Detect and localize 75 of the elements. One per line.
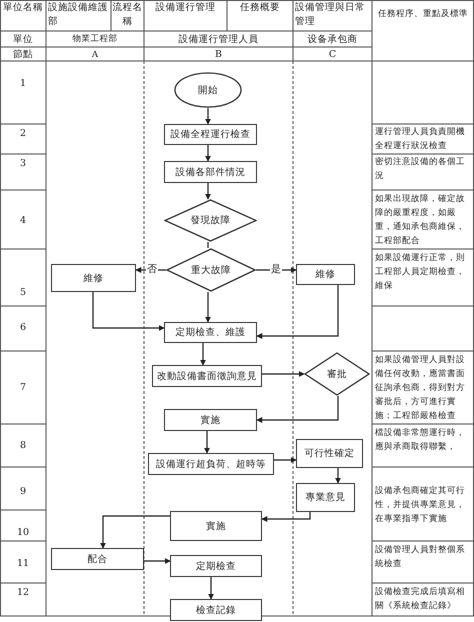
step-number: 12: [16, 586, 30, 600]
arrow: [205, 108, 211, 125]
start-ellipse: 開始: [174, 72, 242, 108]
header-cell-text: 設施設備維護部: [48, 1, 109, 29]
header-cell-text: 流程名稱: [112, 1, 144, 29]
edge-label: 是: [270, 264, 282, 275]
step-number: 6: [18, 321, 28, 335]
arrow: [261, 512, 311, 522]
step-number: 2: [18, 127, 28, 141]
step-number: 5: [18, 286, 28, 300]
step-number: 8: [18, 439, 28, 453]
process-box: 設備各部件情況: [164, 161, 257, 183]
step-number: 10: [16, 526, 30, 540]
header-cell-text: 設備運行管理人員: [178, 33, 260, 47]
connector-line: [207, 242, 209, 248]
process-box: 配合: [51, 548, 144, 570]
arrow: [144, 558, 171, 564]
step-number: 1: [18, 77, 28, 91]
note-text: 如果設備運行正常，則工程部人員定期檢查，維保: [375, 252, 466, 293]
header-cell-text: B: [214, 48, 223, 62]
process-box: 實施: [170, 511, 262, 541]
edge-label: 否: [146, 264, 158, 275]
header-cell-text: 單位名稱: [2, 1, 44, 15]
header-cell-text: 任務概要: [239, 1, 281, 15]
step-number: 11: [16, 557, 30, 571]
process-box: 定期檢查、維護: [164, 322, 257, 343]
note-text: 如果出現故障，確定故障的嚴重程度，如嚴重，通知承包商維保，工程部配合: [375, 192, 466, 248]
step-number: 3: [18, 157, 28, 171]
process-box: 設備運行超負荷、超時等: [148, 453, 274, 475]
note-text: 如果設備管理人員對設備任何改動，應當書面征詢承包商，得到對方審批后，方可進行實施；工程部嚴格檢查: [375, 354, 466, 423]
process-box: 可行性確定: [296, 439, 363, 468]
header-cell-text: 设备承包商: [306, 33, 358, 47]
process-box: 專業意見: [296, 483, 355, 512]
arrow: [256, 396, 339, 423]
header-cell-text: 物業工程部: [72, 33, 118, 46]
step-number: 4: [18, 214, 28, 228]
arrow: [205, 145, 211, 162]
arrow: [100, 515, 170, 549]
arrow: [135, 267, 166, 273]
process-box: 維修: [51, 264, 136, 292]
process-box: 實施: [164, 409, 257, 431]
step-number: 9: [18, 485, 28, 499]
arrow: [205, 292, 211, 323]
arrow: [335, 468, 341, 484]
note-text: 密切注意設備的各個工況: [375, 156, 466, 183]
process-box: 定期檢查: [170, 555, 262, 577]
process-box: 檢查記錄: [170, 599, 262, 621]
header-cell-text: 節點: [12, 48, 34, 62]
process-box: 設備全程運行檢查: [164, 124, 257, 145]
decision-diamond: 審批: [304, 352, 370, 396]
arrow: [256, 285, 339, 339]
arrow: [204, 431, 210, 454]
process-box: 維修: [296, 264, 355, 285]
header-cell-text: C: [328, 48, 338, 62]
arrow: [262, 371, 305, 377]
arrow: [200, 343, 206, 366]
arrow: [256, 267, 297, 273]
process-box: 改動設備書面徵詢意見: [152, 365, 262, 387]
arrow: [208, 577, 214, 600]
arrow: [274, 457, 297, 463]
step-number: 7: [18, 381, 28, 395]
note-text: 設備承包商確定其可行性，并提供專業意見，在專業指導下實施: [375, 484, 466, 526]
header-cell-text: 單位: [12, 33, 34, 47]
arrow: [205, 183, 211, 200]
header-cell-text: 設備管理與日常管理: [295, 1, 366, 29]
arrow: [92, 292, 165, 331]
decision-diamond: 發現故障: [164, 199, 257, 242]
note-text: 設備檢查完成后填寫相關《系統檢查記錄》: [375, 586, 466, 613]
decision-diamond: 重大故障: [166, 248, 256, 292]
note-text: 設備管理人員對整個系統檢查: [375, 544, 466, 571]
note-text: 檔設備非常態運行時，應與承商取得聯繫，: [375, 427, 466, 454]
note-text: 運行管理人員負責開機全程運行狀況檢查: [375, 126, 466, 153]
header-cell-text: 設備運行管理: [154, 1, 216, 15]
header-cell-text: 任務程序、重點及標準: [377, 8, 469, 21]
header-cell-text: A: [90, 49, 100, 62]
